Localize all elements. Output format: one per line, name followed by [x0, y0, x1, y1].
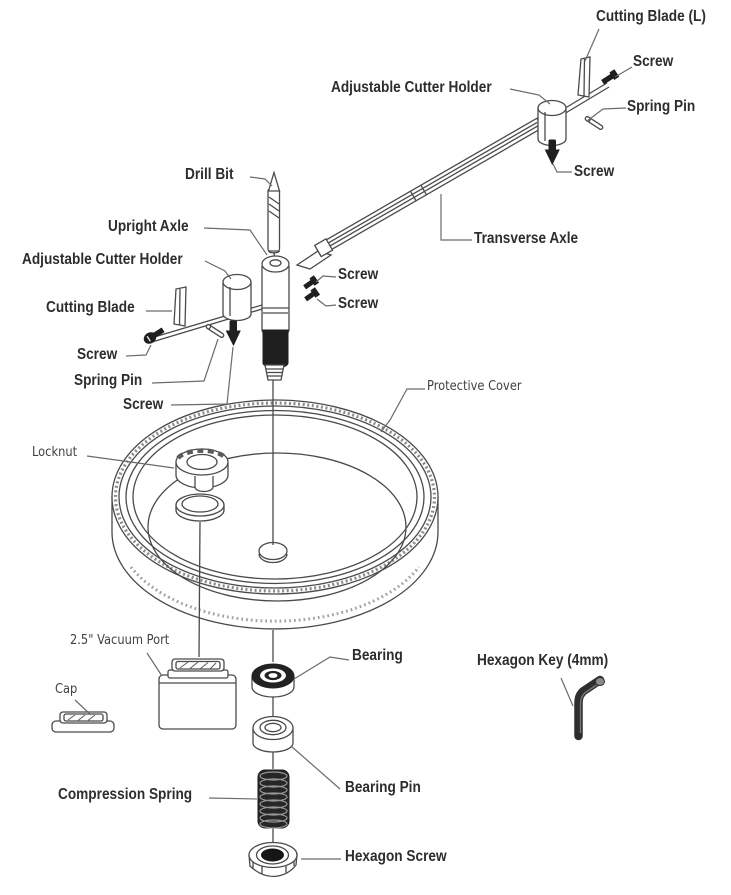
part-hexagon-screw [248, 841, 298, 878]
part-cutting-blade-l [577, 56, 591, 98]
part-spring-pin-left [205, 323, 225, 339]
leader-protective-cover [380, 388, 425, 433]
part-bearing-pin [252, 715, 294, 753]
part-cap [51, 711, 115, 733]
part-screw-left-b [225, 320, 241, 347]
part-hexagon-key [574, 675, 605, 741]
label-bearing-pin: Bearing Pin [345, 779, 421, 796]
leader-drill-bit [249, 176, 273, 187]
label-upright-axle: Upright Axle [108, 218, 189, 235]
leader-vacuum-port [146, 652, 163, 677]
label-adjustable-cutter-holder-right: Adjustable Cutter Holder [331, 79, 492, 96]
leader-holder-left [204, 260, 232, 280]
label-cutting-blade-left: Cutting Blade [46, 299, 135, 316]
leader-screw-top-right [614, 66, 633, 78]
part-bearing [251, 663, 295, 698]
leader-lines [74, 28, 633, 860]
leader-bearing-pin [290, 745, 341, 790]
leader-screw-left-a [125, 344, 152, 357]
label-vacuum-port: 2.5" Vacuum Port [70, 633, 170, 648]
part-locknut-ring [175, 493, 225, 522]
leader-bearing [293, 656, 350, 680]
part-screw-top-right [601, 69, 620, 85]
part-screw-mid-a [303, 275, 320, 290]
part-locknut [175, 448, 229, 493]
label-spring-pin-right: Spring Pin [627, 98, 696, 115]
label-screw-left-b: Screw [123, 396, 164, 413]
part-cutter-holder-left [222, 273, 252, 322]
leader-cap [74, 699, 92, 716]
label-hexagon-screw: Hexagon Screw [345, 848, 447, 865]
label-screw-mid-b: Screw [338, 295, 379, 312]
label-cutting-blade-l: Cutting Blade (L) [596, 8, 706, 25]
leader-screw-mid-b [316, 298, 337, 307]
leader-cutting-blade-l [584, 28, 600, 62]
label-locknut: Locknut [32, 445, 78, 460]
label-adjustable-cutter-holder-left: Adjustable Cutter Holder [22, 251, 183, 268]
part-screw-left-a [143, 327, 165, 344]
part-protective-cover [111, 399, 439, 630]
part-cutting-blade-left [173, 286, 187, 327]
part-screw-mid-b [304, 287, 321, 302]
leader-compression-spring [208, 797, 258, 800]
leader-screw-left-b [170, 346, 234, 406]
label-hexagon-key: Hexagon Key (4mm) [477, 652, 609, 669]
label-screw-right-lower: Screw [574, 163, 615, 180]
leader-screw-mid-a [315, 275, 337, 283]
leader-spring-pin-right [586, 107, 627, 122]
leader-upright-axle [203, 227, 268, 256]
leader-locknut [86, 455, 175, 469]
label-screw-mid-a: Screw [338, 266, 379, 283]
label-spring-pin-left: Spring Pin [74, 372, 143, 389]
label-screw-left-a: Screw [77, 346, 118, 363]
part-screw-right-vertical [544, 139, 560, 166]
part-spring-pin-right [584, 115, 604, 131]
leader-holder-right [509, 88, 551, 105]
label-compression-spring: Compression Spring [58, 786, 193, 803]
label-screw-top-right: Screw [633, 53, 674, 70]
label-bearing: Bearing [352, 647, 403, 664]
label-drill-bit: Drill Bit [185, 166, 234, 183]
label-transverse-axle: Transverse Axle [474, 230, 579, 247]
leader-spring-pin-left [151, 338, 219, 384]
part-compression-spring [257, 769, 290, 829]
leader-screw-right-lower [552, 163, 572, 173]
leader-hexagon-key [560, 677, 574, 707]
label-cap: Cap [55, 682, 78, 697]
leader-transverse-axle [440, 194, 472, 241]
part-upright-axle [261, 255, 290, 388]
label-protective-cover: Protective Cover [427, 379, 522, 394]
part-drill-bit [267, 170, 281, 254]
part-cutter-holder-right [537, 99, 567, 147]
part-vacuum-port [158, 658, 237, 730]
